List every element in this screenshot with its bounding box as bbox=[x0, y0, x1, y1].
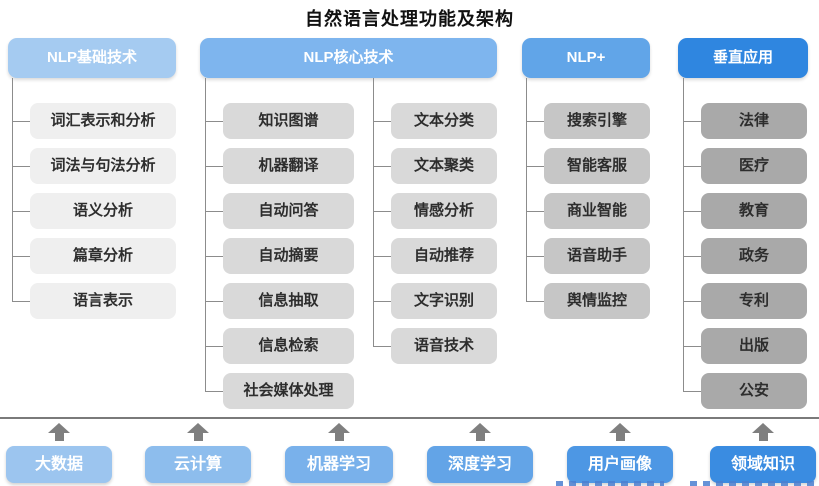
node-box: 文字识别 bbox=[373, 283, 497, 319]
nlp-core-items-right: 文本分类文本聚类情感分析自动推荐文字识别语音技术 bbox=[373, 103, 497, 373]
header-nlp-plus: NLP+ bbox=[522, 38, 650, 78]
connector-line-vertical-apps bbox=[683, 78, 684, 391]
foundation-cell: 机器学习 bbox=[285, 423, 393, 483]
node-box: 语言表示 bbox=[12, 283, 176, 319]
up-arrow-icon bbox=[48, 423, 70, 433]
vertical-apps-items: 法律医疗教育政务专利出版公安 bbox=[683, 103, 807, 418]
connector-line-core-left bbox=[205, 78, 206, 391]
node-box: 信息检索 bbox=[205, 328, 354, 364]
nlp-basic-items: 词汇表示和分析词法与句法分析语义分析篇章分析语言表示 bbox=[12, 103, 176, 328]
foundation-cell: 领域知识 bbox=[710, 423, 816, 483]
node-box: 文本聚类 bbox=[373, 148, 497, 184]
connector-line-core-right bbox=[373, 78, 374, 346]
up-arrow-stem bbox=[334, 433, 344, 441]
header-nlp-basic-tech: NLP基础技术 bbox=[8, 38, 176, 78]
node-box: 医疗 bbox=[683, 148, 807, 184]
up-arrow-stem bbox=[193, 433, 203, 441]
up-arrow-stem bbox=[758, 433, 768, 441]
nlp-plus-items: 搜索引擎智能客服商业智能语音助手舆情监控 bbox=[526, 103, 650, 328]
nlp-core-items-left: 知识图谱机器翻译自动问答自动摘要信息抽取信息检索社会媒体处理 bbox=[205, 103, 354, 418]
node-box: 机器翻译 bbox=[205, 148, 354, 184]
diagram-title: 自然语言处理功能及架构 bbox=[305, 9, 514, 29]
node-box: 智能客服 bbox=[526, 148, 650, 184]
node-box: 公安 bbox=[683, 373, 807, 409]
foundation-cell: 用户画像 bbox=[567, 423, 673, 483]
node-box: 语音助手 bbox=[526, 238, 650, 274]
node-box: 自动问答 bbox=[205, 193, 354, 229]
up-arrow-stem bbox=[54, 433, 64, 441]
foundation-cell: 深度学习 bbox=[427, 423, 533, 483]
node-box: 词法与句法分析 bbox=[12, 148, 176, 184]
up-arrow-stem bbox=[475, 433, 485, 441]
node-box: 自动推荐 bbox=[373, 238, 497, 274]
foundation-box: 云计算 bbox=[145, 446, 251, 483]
node-box: 社会媒体处理 bbox=[205, 373, 354, 409]
foundation-box: 大数据 bbox=[6, 446, 112, 483]
node-box: 舆情监控 bbox=[526, 283, 650, 319]
node-box: 自动摘要 bbox=[205, 238, 354, 274]
connector-line-basic bbox=[12, 78, 13, 301]
up-arrow-icon bbox=[187, 423, 209, 433]
node-box: 政务 bbox=[683, 238, 807, 274]
up-arrow-stem bbox=[615, 433, 625, 441]
foundation-cell: 云计算 bbox=[145, 423, 251, 483]
connector-line-nlp-plus bbox=[526, 78, 527, 301]
node-box: 法律 bbox=[683, 103, 807, 139]
node-box: 语音技术 bbox=[373, 328, 497, 364]
up-arrow-icon bbox=[469, 423, 491, 433]
foundation-box: 领域知识 bbox=[710, 446, 816, 483]
node-box: 出版 bbox=[683, 328, 807, 364]
watermark-fragment bbox=[690, 481, 815, 486]
node-box: 知识图谱 bbox=[205, 103, 354, 139]
node-box: 文本分类 bbox=[373, 103, 497, 139]
watermark-fragment bbox=[556, 481, 664, 486]
node-box: 搜索引擎 bbox=[526, 103, 650, 139]
node-box: 信息抽取 bbox=[205, 283, 354, 319]
node-box: 专利 bbox=[683, 283, 807, 319]
up-arrow-icon bbox=[609, 423, 631, 433]
node-box: 词汇表示和分析 bbox=[12, 103, 176, 139]
header-nlp-core-tech: NLP核心技术 bbox=[200, 38, 497, 78]
node-box: 篇章分析 bbox=[12, 238, 176, 274]
up-arrow-icon bbox=[752, 423, 774, 433]
node-box: 教育 bbox=[683, 193, 807, 229]
node-box: 商业智能 bbox=[526, 193, 650, 229]
up-arrow-icon bbox=[328, 423, 350, 433]
node-box: 语义分析 bbox=[12, 193, 176, 229]
node-box: 情感分析 bbox=[373, 193, 497, 229]
foundation-box: 机器学习 bbox=[285, 446, 393, 483]
foundation-box: 用户画像 bbox=[567, 446, 673, 483]
layer-divider-line bbox=[0, 417, 819, 419]
foundation-box: 深度学习 bbox=[427, 446, 533, 483]
header-vertical-apps: 垂直应用 bbox=[678, 38, 808, 78]
foundation-cell: 大数据 bbox=[6, 423, 112, 483]
